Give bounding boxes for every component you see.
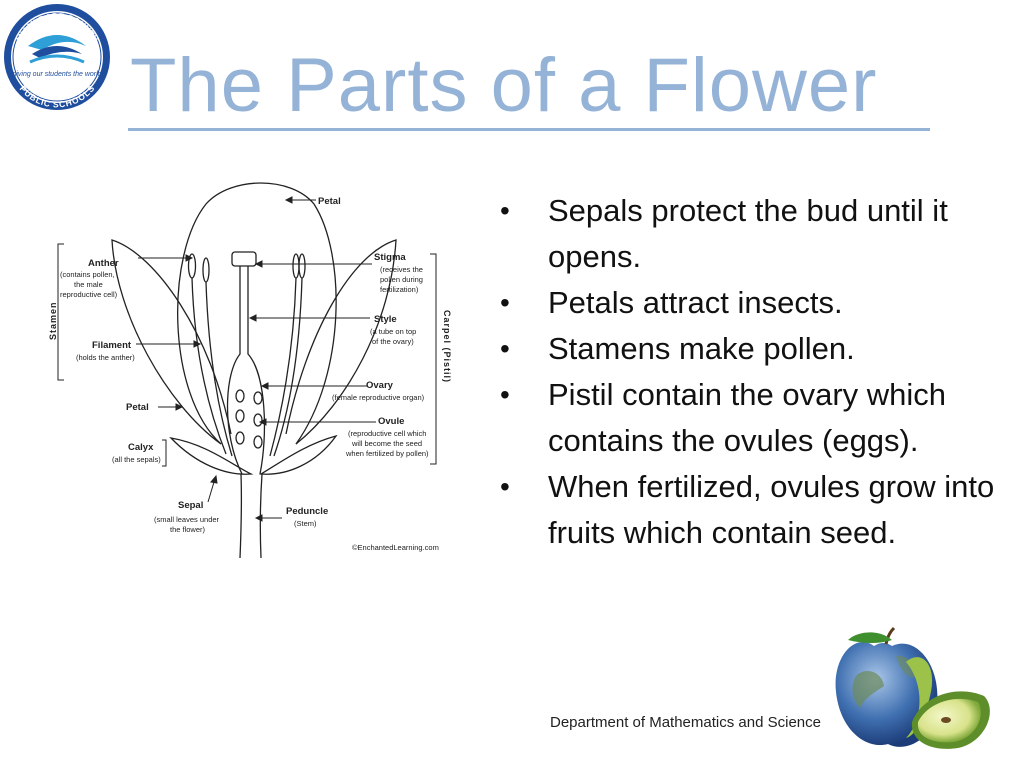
petal-left-shape xyxy=(111,239,232,445)
footer-department: Department of Mathematics and Science xyxy=(550,714,821,731)
diagram-credit: ©EnchantedLearning.com xyxy=(352,543,439,552)
flower-diagram: Petal Anther Filament Petal Calyx Sepal … xyxy=(48,182,452,559)
bullet-icon: • xyxy=(500,379,510,410)
stigma-desc-2: pollen during xyxy=(380,275,423,284)
filament-desc: (holds the anther) xyxy=(76,353,135,362)
label-stigma: Stigma xyxy=(374,252,406,263)
globe-apple-icon xyxy=(835,626,990,749)
peduncle-desc: (Stem) xyxy=(294,519,317,528)
calyx-desc: (all the sepals) xyxy=(112,455,161,464)
label-ovule: Ovule xyxy=(378,416,404,427)
style-desc-2: of the ovary) xyxy=(372,337,414,346)
label-carpel: Carpel (Pistil) xyxy=(442,310,452,383)
bullet-icon: • xyxy=(500,333,510,364)
sepal-desc-1: (small leaves under xyxy=(154,515,220,524)
list-item-text: Pistil contain the ovary which contains … xyxy=(548,377,947,458)
label-filament: Filament xyxy=(92,340,132,351)
list-item-text: When fertilized, ovules grow into fruits… xyxy=(548,469,995,550)
label-stamen: Stamen xyxy=(48,301,58,340)
list-item: • Stamens make pollen. xyxy=(496,326,996,372)
label-peduncle: Peduncle xyxy=(286,506,328,517)
list-item-text: Stamens make pollen. xyxy=(548,331,855,366)
sepal-desc-2: the flower) xyxy=(170,525,206,534)
sepal-left-shape xyxy=(169,437,254,475)
facts-list: •Sepals protect the bud until it opens. … xyxy=(496,188,996,556)
petal-top-shape xyxy=(177,182,337,445)
label-ovary: Ovary xyxy=(366,380,394,391)
list-item: • When fertilized, ovules grow into fruit… xyxy=(496,464,996,556)
stigma-desc-1: (receives the xyxy=(380,265,423,274)
anther-desc-3: reproductive cell) xyxy=(60,290,118,299)
ovule-desc-1: (reproductive cell which xyxy=(348,429,426,438)
label-style: Style xyxy=(374,314,397,325)
petal-right-shape xyxy=(285,239,397,445)
anther-desc-2: the male xyxy=(74,280,103,289)
label-petal-top: Petal xyxy=(318,196,341,207)
bullet-icon: • xyxy=(500,195,510,226)
anther-desc-1: (contains pollen, xyxy=(60,270,115,279)
bullet-icon: • xyxy=(500,471,510,502)
ovule-desc-3: when fertilized by pollen) xyxy=(345,449,429,458)
list-item: • Pistil contain the ovary which contains… xyxy=(496,372,996,464)
stem-left xyxy=(239,473,243,559)
list-item-text: Petals attract insects. xyxy=(548,285,843,320)
style-desc-1: (a tube on top xyxy=(370,327,416,336)
school-district-logo: MIAMI-DADE COUNTY PUBLIC SCHOOLS giving … xyxy=(4,4,110,110)
sepal-right-shape xyxy=(258,434,338,475)
ovule-desc-2: will become the seed xyxy=(351,439,422,448)
list-item: • Petals attract insects. xyxy=(496,280,996,326)
label-sepal: Sepal xyxy=(178,500,203,511)
ovary-desc: (female reproductive organ) xyxy=(332,393,425,402)
stigma-desc-3: fertilization) xyxy=(380,285,419,294)
title-underline xyxy=(128,128,930,131)
label-petal-left: Petal xyxy=(126,402,149,413)
logo-center-text: giving our students the world xyxy=(12,71,102,78)
page-title: The Parts of a Flower xyxy=(130,43,878,128)
label-anther: Anther xyxy=(88,258,119,269)
label-calyx: Calyx xyxy=(128,442,154,453)
bullet-icon: • xyxy=(500,287,510,318)
list-item-text: Sepals protect the bud until it opens. xyxy=(548,193,948,274)
list-item: • Sepals protect the bud until it opens. xyxy=(496,188,996,280)
